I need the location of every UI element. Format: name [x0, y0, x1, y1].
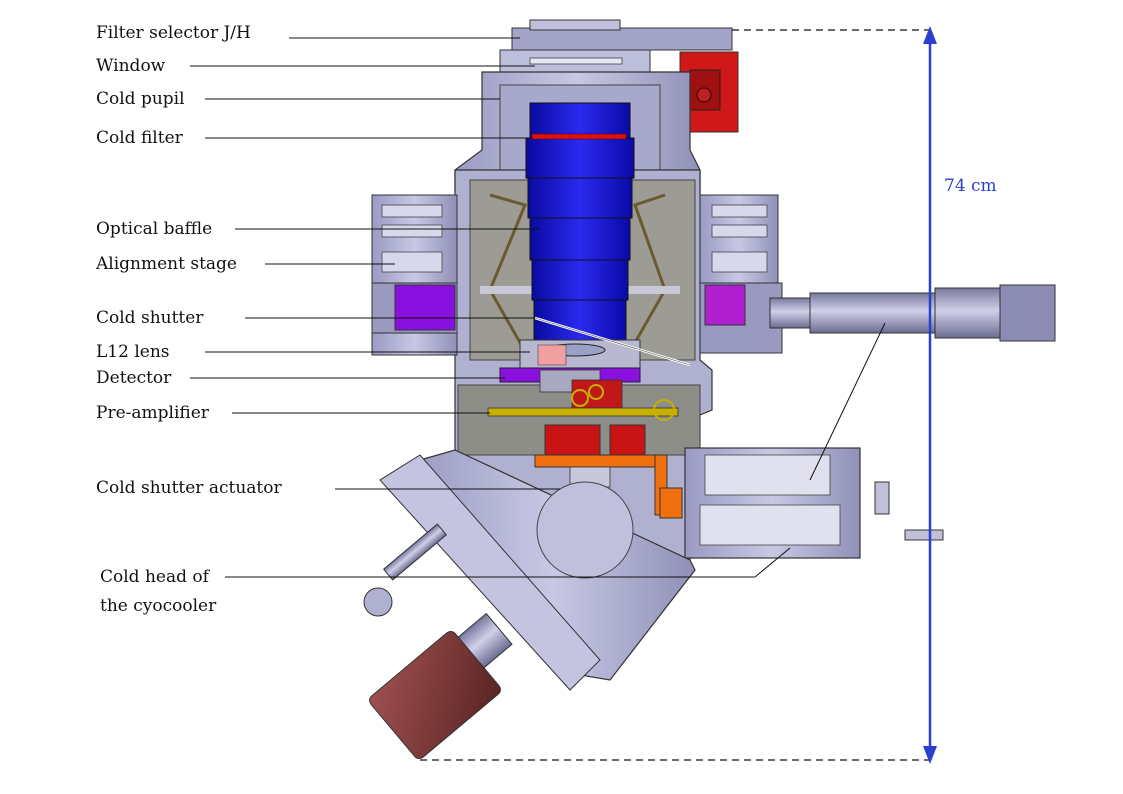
alignment-stage-left [371, 194, 458, 356]
label-l12-lens: L12 lens [96, 342, 170, 362]
label-pre-amplifier: Pre-amplifier [96, 403, 209, 423]
label-cold-filter: Cold filter [96, 128, 183, 148]
label-optical-baffle: Optical baffle [96, 219, 213, 239]
label-filter-selector: Filter selector J/H [96, 23, 251, 43]
leader-lines [190, 37, 886, 578]
window [499, 49, 651, 73]
motor [369, 612, 513, 760]
arrow-down-icon [923, 746, 937, 764]
dimension-label: 74 cm [944, 176, 997, 196]
detector [499, 367, 641, 411]
label-cold-shutter-actuator: Cold shutter actuator [96, 478, 282, 498]
cold-filter [531, 133, 627, 140]
label-cold-head-line2: the cyocooler [100, 596, 217, 616]
dimension-indicator [420, 26, 937, 764]
label-cold-head-line1: Cold head of [100, 567, 209, 587]
label-alignment-stage: Alignment stage [96, 254, 237, 274]
label-cold-pupil: Cold pupil [96, 89, 185, 109]
label-detector: Detector [96, 368, 172, 388]
cold-shutter [534, 316, 691, 367]
cold-shutter-actuator [534, 454, 683, 519]
label-cold-shutter: Cold shutter [96, 308, 204, 328]
alignment-stage-right [699, 194, 783, 354]
label-window: Window [96, 56, 166, 76]
connector-parts [874, 481, 944, 541]
right-electronics-box [684, 447, 861, 559]
lens-stack [525, 102, 635, 341]
cold-head [379, 449, 696, 691]
vacuum-pipe [769, 284, 1056, 342]
arrow-up-icon [923, 26, 937, 44]
valve-handle [363, 523, 448, 617]
